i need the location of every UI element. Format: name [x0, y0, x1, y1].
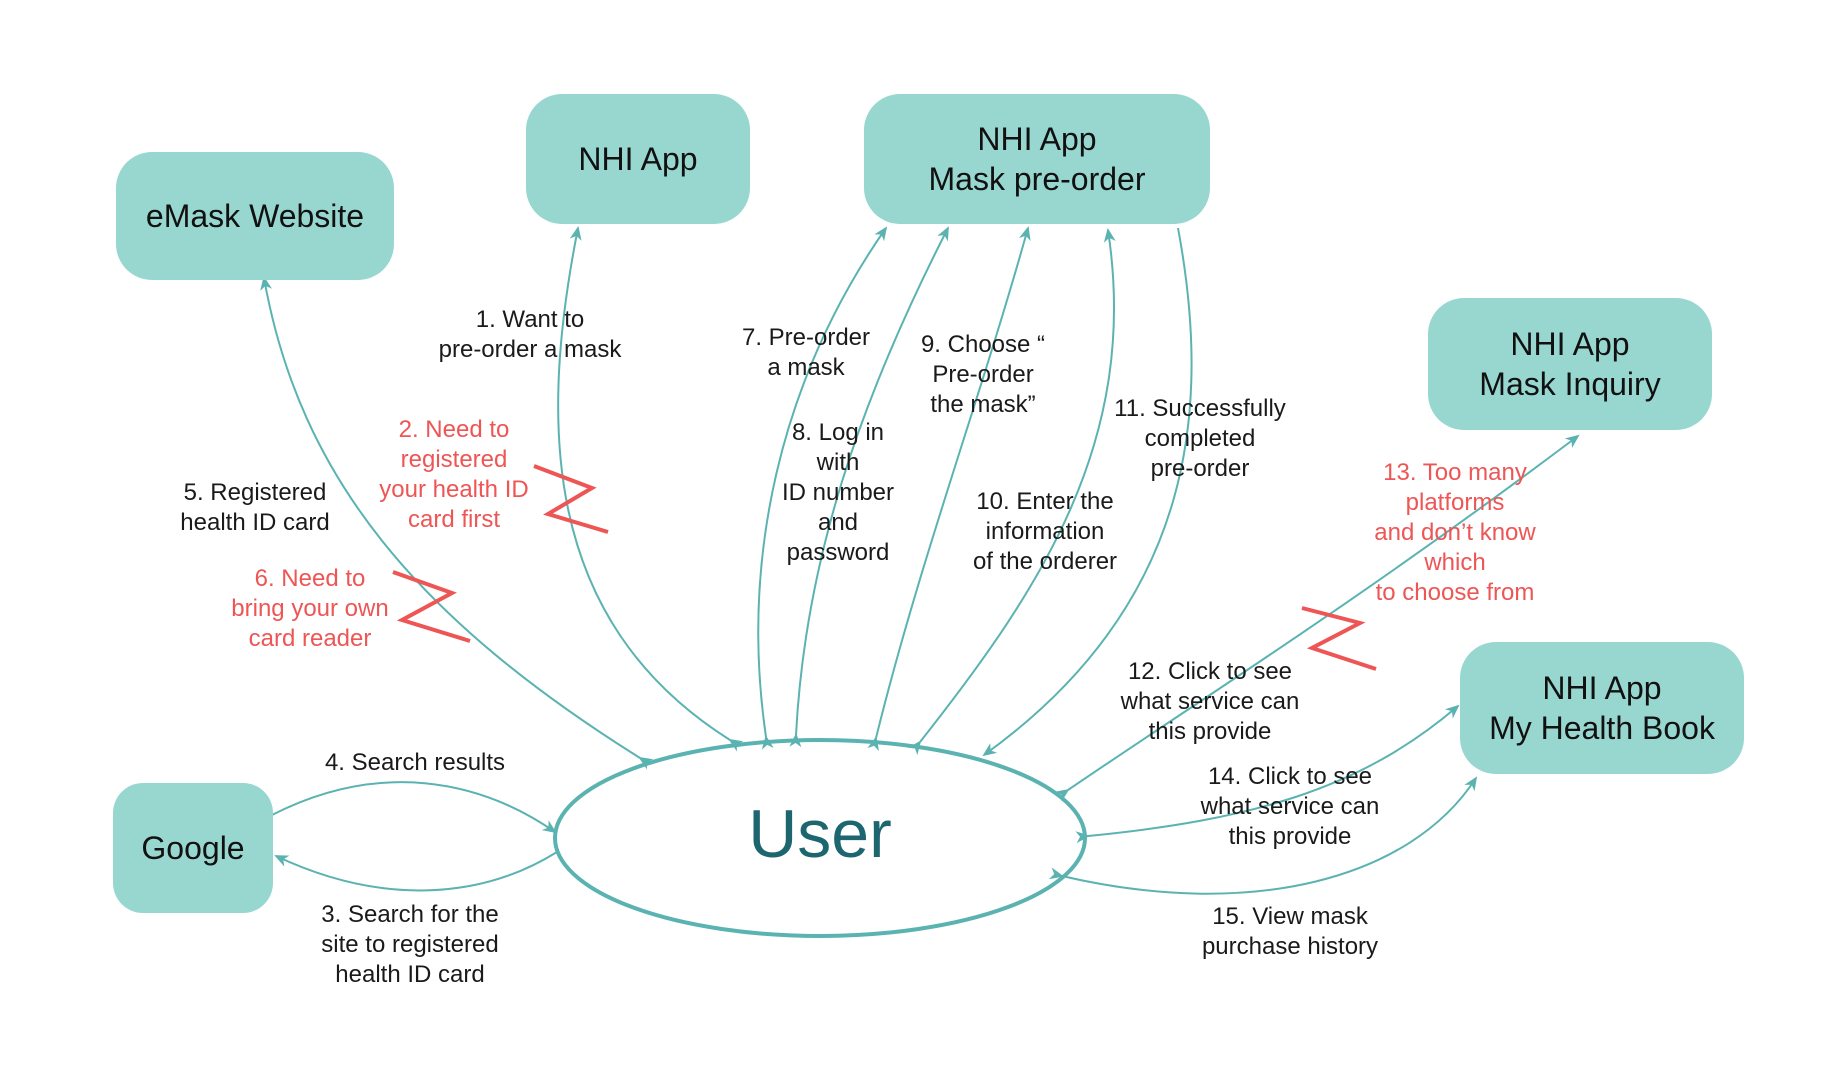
step-label-15: 15. View mask purchase history	[1201, 903, 1379, 960]
node-nhi-mask-preorder: NHI App Mask pre-order	[864, 94, 1210, 224]
step-label-9: 9. Choose “ Pre-order the mask”	[920, 331, 1046, 418]
pain-zigzag-6	[392, 570, 471, 643]
node-nhi-app: NHI App	[526, 94, 750, 224]
arrow-step-5	[260, 276, 654, 770]
node-nhi-health-book: NHI App My Health Book	[1460, 642, 1744, 774]
step-label-8: 8. Log in with ID number and password	[781, 419, 895, 566]
step-label-3: 3. Search for the site to registered hea…	[321, 901, 499, 988]
step-label-5: 5. Registered health ID card	[180, 479, 330, 536]
arrow-step-3	[274, 851, 558, 892]
step-label-7: 7. Pre-order a mask	[741, 324, 871, 381]
node-nhi-mask-inquiry: NHI App Mask Inquiry	[1428, 298, 1712, 430]
step-label-4: 4. Search results	[324, 749, 506, 776]
step-label-2: 2. Need to registered your health ID car…	[379, 416, 529, 533]
arrow-step-15	[1048, 776, 1478, 895]
step-label-12: 12. Click to see what service can this p…	[1120, 658, 1300, 745]
step-label-14: 14. Click to see what service can this p…	[1200, 763, 1380, 850]
arrow-step-4	[271, 781, 557, 834]
node-google: Google	[113, 783, 273, 913]
step-label-10: 10. Enter the information of the orderer	[972, 488, 1118, 575]
step-label-11: 11. Successfully completed pre-order	[1114, 395, 1286, 482]
step-label-13: 13. Too many platforms and don’t know wh…	[1374, 459, 1536, 606]
step-label-1: 1. Want to pre-order a mask	[438, 306, 622, 363]
node-emask-website: eMask Website	[116, 152, 394, 280]
user-label: User	[748, 796, 892, 872]
pain-zigzag-13	[1301, 606, 1377, 671]
pain-zigzag-2	[533, 464, 609, 534]
step-label-6: 6. Need to bring your own card reader	[231, 565, 389, 652]
